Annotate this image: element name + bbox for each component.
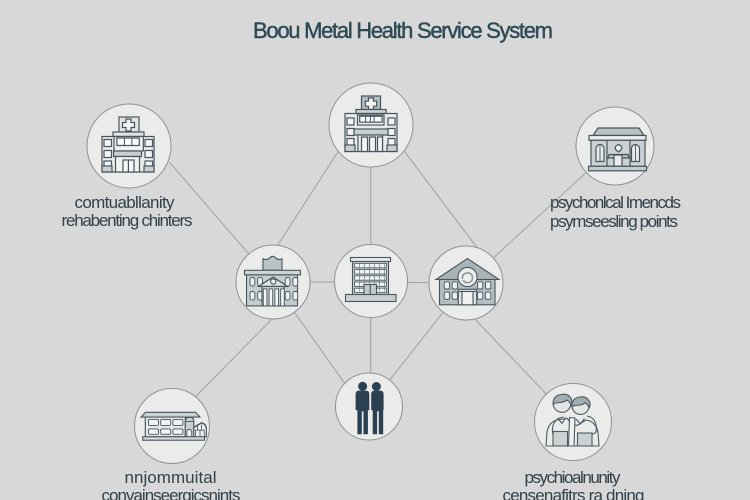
svg-text:comtuabllanity: comtuabllanity [75,193,176,212]
svg-text:psychioalnunity: psychioalnunity [525,468,622,487]
svg-text:psychonlcal Imencds: psychonlcal Imencds [550,193,681,212]
svg-text:psymseesling points: psymseesling points [550,212,678,231]
svg-text:Boou Metal Health Service Syst: Boou Metal Health Service System [253,18,553,43]
svg-text:nnjommuital: nnjommuital [125,468,217,487]
svg-text:censenafitrs ra dning: censenafitrs ra dning [503,486,645,500]
svg-text:convainseergicsnints: convainseergicsnints [102,486,241,500]
svg-text:rehabenting chinters: rehabenting chinters [62,211,193,230]
